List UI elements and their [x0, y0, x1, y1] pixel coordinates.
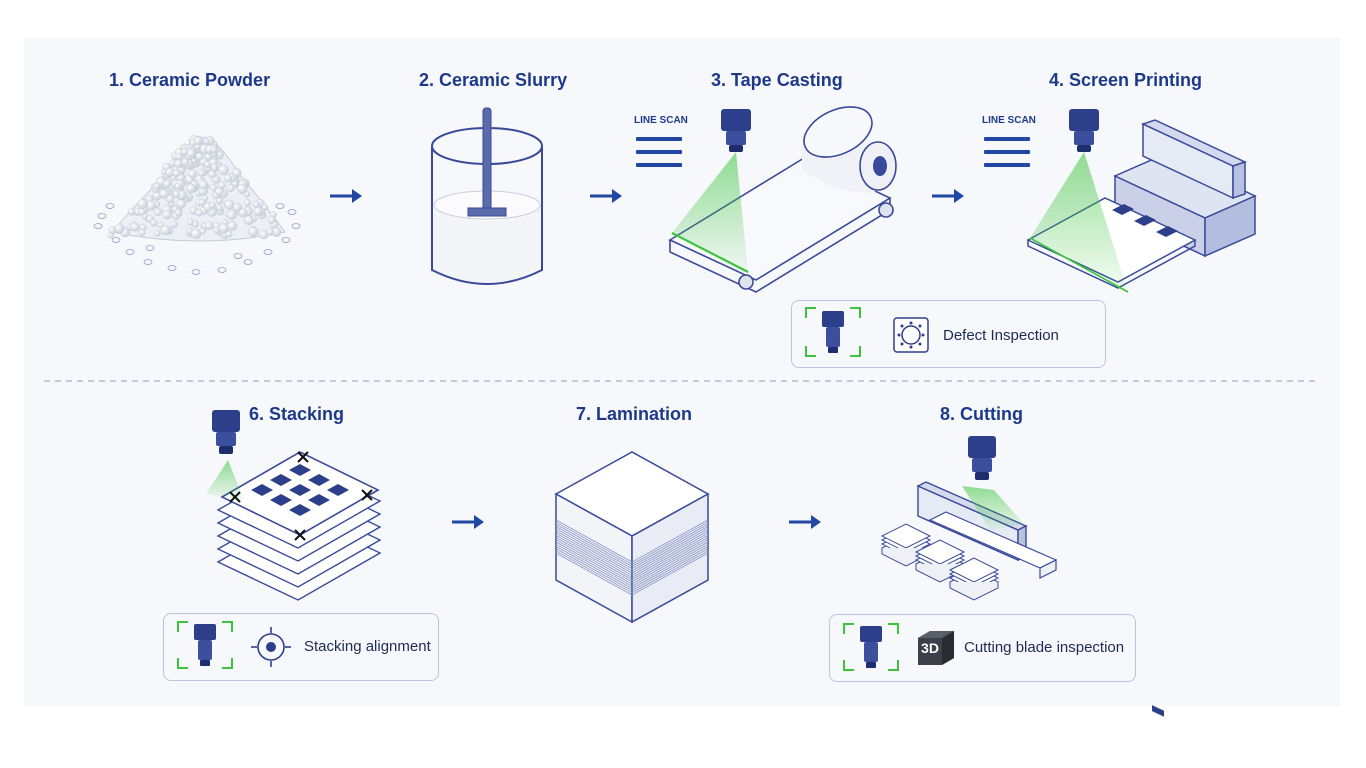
arrow-3-4	[932, 189, 964, 203]
screen-printer-illustration	[1026, 119, 1257, 717]
defect-inspection-callout	[791, 300, 1106, 368]
slurry-beaker-illustration	[431, 107, 543, 285]
alignment-marks	[229, 451, 373, 541]
stacking-alignment-callout	[163, 613, 439, 681]
arrow-1-2	[330, 189, 362, 203]
cutting-blade-callout	[829, 614, 1136, 682]
camera-icon-screen	[1069, 109, 1099, 152]
defect-inspection-label: Defect Inspection	[943, 327, 1059, 344]
lamination-block-illustration	[554, 451, 710, 624]
3d-badge-text: 3D	[921, 640, 939, 656]
cutting-blade-label: Cutting blade inspection	[964, 639, 1125, 656]
ceramic-powder-illustration	[93, 135, 301, 275]
stacking-alignment-label: Stacking alignment	[304, 638, 431, 655]
vision-camera-icon-defect	[805, 307, 861, 357]
arrow-7-8	[789, 515, 821, 529]
line-scan-label-tape: LINE SCAN	[634, 115, 688, 126]
arrow-6-7	[452, 515, 484, 529]
line-scan-label-screen: LINE SCAN	[982, 115, 1036, 126]
tape-casting-illustration	[668, 106, 897, 293]
defect-gear-icon	[893, 317, 929, 353]
step-3-title: 3. Tape Casting	[711, 70, 843, 90]
line-scan-icon-tape	[636, 137, 682, 167]
step-6-title: 6. Stacking	[249, 404, 345, 424]
step-7-title: 7. Lamination	[576, 404, 693, 424]
camera-icon-stacking	[212, 410, 240, 454]
vision-camera-icon-cutting	[843, 623, 899, 671]
stacking-illustration	[206, 451, 382, 601]
3d-cube-icon	[918, 631, 954, 665]
line-scan-icon-screen	[984, 137, 1030, 167]
crosshair-target-icon	[251, 627, 291, 667]
arrow-2-3	[590, 189, 622, 203]
camera-icon-tape	[721, 109, 751, 152]
cutting-illustration	[880, 481, 1058, 601]
vision-camera-icon-stacking	[177, 621, 233, 669]
step-1-title: 1. Ceramic Powder	[109, 70, 271, 90]
step-2-title: 2. Ceramic Slurry	[419, 70, 568, 90]
step-4-title: 4. Screen Printing	[1049, 70, 1203, 90]
camera-icon-cutting	[968, 436, 996, 480]
step-8-title: 8. Cutting	[940, 404, 1023, 424]
